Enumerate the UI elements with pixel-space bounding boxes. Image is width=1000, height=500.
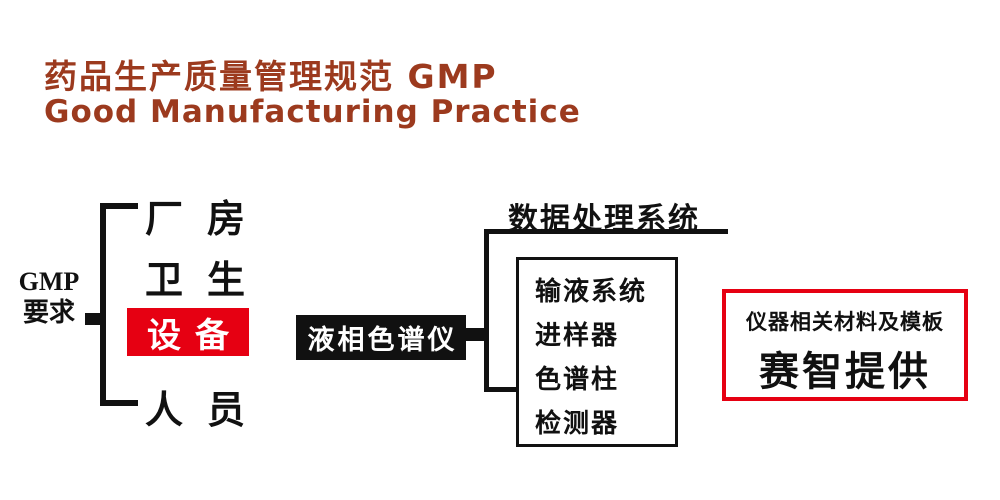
- page-title-chinese: 药品生产质量管理规范 GMP: [44, 57, 498, 96]
- left-bracket-connector: [85, 313, 101, 325]
- left-item-equipment-highlight: 设备: [127, 308, 249, 356]
- module-item-injector: 进样器: [535, 321, 620, 350]
- right-bracket-top-arm: [484, 229, 728, 234]
- page-title-english: Good Manufacturing Practice: [44, 94, 581, 130]
- promo-provider-label: 赛智提供: [759, 349, 931, 394]
- module-item-detector: 检测器: [535, 409, 620, 438]
- left-bracket-bottom-arm: [100, 400, 138, 406]
- module-item-column: 色谱柱: [535, 365, 620, 394]
- right-bracket-vertical: [484, 229, 489, 392]
- left-item-factory: 厂房: [145, 199, 270, 241]
- module-item-pump-system: 输液系统: [535, 277, 648, 306]
- promo-box: 仪器相关材料及模板 赛智提供: [722, 289, 968, 401]
- left-item-personnel: 人员: [145, 390, 270, 432]
- gmp-label-line1: GMP: [18, 267, 80, 296]
- left-bracket-top-arm: [100, 203, 138, 209]
- gmp-requirements-label: GMP 要求: [10, 266, 88, 328]
- data-processing-system-label: 数据处理系统: [508, 203, 700, 236]
- left-item-hygiene: 卫生: [145, 260, 270, 302]
- right-bracket-bottom-arm: [484, 387, 518, 392]
- hplc-modules-box: 输液系统 进样器 色谱柱 检测器: [516, 257, 678, 447]
- gmp-label-line2: 要求: [22, 298, 75, 328]
- promo-materials-label: 仪器相关材料及模板: [746, 310, 944, 334]
- hplc-label-box: 液相色谱仪: [296, 315, 466, 360]
- left-bracket-vertical: [100, 203, 106, 406]
- center-connector-square: [466, 328, 484, 341]
